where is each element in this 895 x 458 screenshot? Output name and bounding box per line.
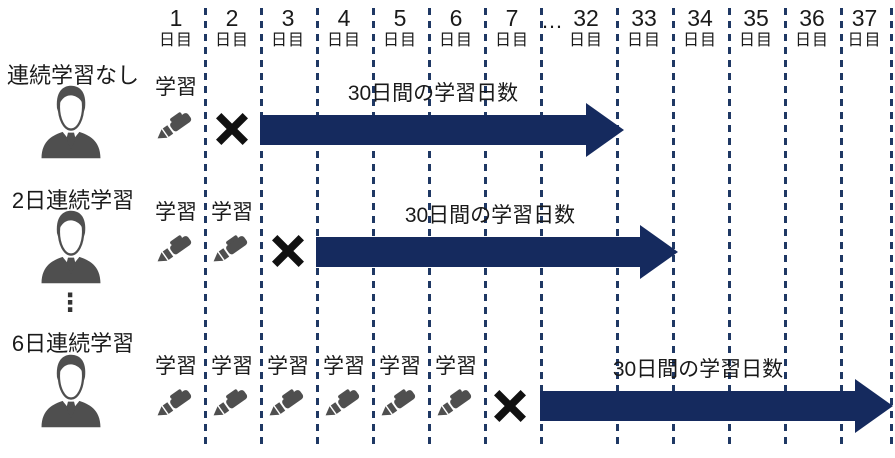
day-divider-line — [316, 8, 319, 450]
day-header-37: 37 日目 — [838, 6, 891, 51]
day-suffix: 日目 — [158, 32, 193, 49]
day-suffix: 日目 — [382, 32, 417, 49]
study-period-arrow-head — [855, 379, 893, 433]
day-divider-line — [260, 8, 263, 450]
day-divider-line — [840, 8, 843, 450]
day-suffix: 日目 — [214, 32, 249, 49]
day-number: 37 — [851, 5, 878, 31]
day-number: 36 — [799, 5, 825, 31]
pen-icon — [264, 385, 305, 420]
study-period-arrow — [260, 115, 586, 145]
pen-icon — [320, 385, 361, 420]
pen-icon — [152, 385, 193, 420]
day-header-33: 33 日目 — [616, 6, 672, 51]
day-number: 4 — [337, 5, 351, 31]
day-divider-line — [484, 8, 487, 450]
day-suffix: 日目 — [438, 32, 473, 49]
days-gap-ellipsis: … — [541, 8, 563, 33]
day-number: 6 — [449, 5, 463, 31]
cross-icon — [213, 110, 251, 148]
arrow-label-30days: 30日間の学習日数 — [404, 204, 576, 227]
day-header-35: 35 日目 — [728, 6, 784, 51]
study-period-arrow — [316, 237, 640, 267]
row-label-no-consecutive: 連続学習なし — [6, 63, 139, 88]
cross-icon — [491, 387, 529, 425]
pen-icon — [208, 231, 249, 266]
day-divider-line — [428, 8, 431, 450]
day-number: 35 — [743, 5, 769, 31]
day-header-3: 3 日目 — [260, 6, 316, 51]
pen-icon — [152, 231, 193, 266]
study-label-day1: 学習 — [155, 76, 197, 99]
day-number: 2 — [225, 5, 239, 31]
day-number: 1 — [169, 5, 183, 31]
day-suffix: 日目 — [270, 32, 305, 49]
day-divider-line — [540, 8, 543, 450]
day-header-4: 4 日目 — [316, 6, 372, 51]
day-suffix: 日目 — [568, 32, 603, 49]
study-label-day6: 学習 — [435, 355, 477, 378]
study-period-arrow-head — [640, 225, 678, 279]
day-suffix: 日目 — [738, 32, 773, 49]
day-divider-line — [204, 8, 207, 450]
study-label-day1: 学習 — [155, 201, 197, 224]
day-suffix: 日目 — [682, 32, 717, 49]
day-number: 33 — [631, 5, 657, 31]
pen-icon — [432, 385, 473, 420]
study-label-day1: 学習 — [155, 355, 197, 378]
day-header-6: 6 日目 — [428, 6, 484, 51]
day-number: 7 — [505, 5, 519, 31]
day-divider-line — [890, 8, 893, 450]
day-divider-line — [728, 8, 731, 450]
study-label-day3: 学習 — [267, 355, 309, 378]
study-period-arrow-head — [586, 103, 624, 157]
day-header-2: 2 日目 — [204, 6, 260, 51]
businessman-avatar — [40, 209, 102, 285]
day-header-5: 5 日目 — [372, 6, 428, 51]
day-number: 34 — [687, 5, 713, 31]
day-divider-line — [784, 8, 787, 450]
day-divider-line — [372, 8, 375, 450]
day-suffix: 日目 — [794, 32, 829, 49]
day-suffix: 日目 — [626, 32, 661, 49]
day-suffix: 日目 — [326, 32, 361, 49]
day-header-1: 1 日目 — [148, 6, 204, 51]
study-period-arrow — [540, 391, 855, 421]
study-label-day5: 学習 — [379, 355, 421, 378]
arrow-label-30days: 30日間の学習日数 — [347, 82, 519, 105]
day-number: 3 — [281, 5, 295, 31]
day-header-34: 34 日目 — [672, 6, 728, 51]
pen-icon — [376, 385, 417, 420]
row-label-2day-consecutive: 2日連続学習 — [11, 188, 135, 213]
day-header-32: 32 日目 — [556, 6, 616, 51]
day-suffix: 日目 — [494, 32, 529, 49]
day-suffix: 日目 — [847, 32, 882, 49]
pen-icon — [208, 385, 249, 420]
cross-icon — [269, 232, 307, 270]
arrow-label-30days: 30日間の学習日数 — [612, 358, 784, 381]
study-label-day2: 学習 — [211, 355, 253, 378]
study-label-day4: 学習 — [323, 355, 365, 378]
day-header-7: 7 日目 — [484, 6, 540, 51]
day-header-36: 36 日目 — [784, 6, 840, 51]
businessman-avatar — [40, 84, 102, 160]
day-number: 32 — [573, 5, 599, 31]
day-number: 5 — [393, 5, 407, 31]
pen-icon — [152, 108, 193, 143]
row-label-6day-consecutive: 6日連続学習 — [11, 331, 135, 356]
day-divider-line — [616, 8, 619, 450]
study-label-day2: 学習 — [211, 201, 253, 224]
rows-gap-ellipsis: ⋮ — [57, 289, 83, 317]
businessman-avatar — [40, 353, 102, 429]
